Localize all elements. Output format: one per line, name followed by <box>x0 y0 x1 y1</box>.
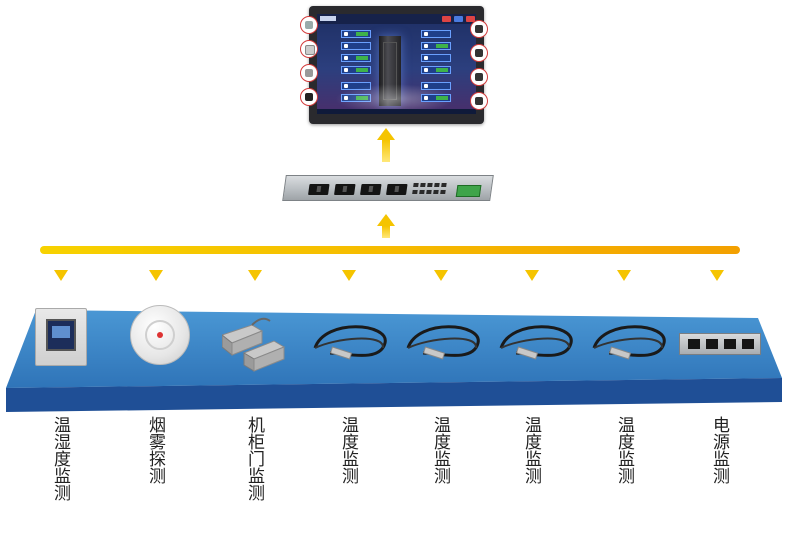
down-arrow-icon <box>342 270 356 281</box>
switch-chassis <box>282 175 494 201</box>
up-arrow-icon <box>377 128 395 162</box>
rj45-port <box>433 190 439 194</box>
device-label-smoke: 烟雾探测 <box>145 416 165 484</box>
screen-statusbar <box>317 109 476 114</box>
switch-power-port <box>360 184 382 195</box>
side-probe-icon <box>470 92 488 110</box>
rj45-port <box>441 183 447 187</box>
down-arrow-icon <box>710 270 724 281</box>
device-label-temp-humidity: 温湿度监测 <box>50 416 70 501</box>
data-bus-bar <box>40 246 740 254</box>
device-label-temp-4: 温度监测 <box>614 416 634 484</box>
side-probe-icon <box>470 44 488 62</box>
down-arrow-icon <box>248 270 262 281</box>
screen-tile <box>341 66 371 74</box>
side-probe-icon <box>470 68 488 86</box>
door-contact-sensor-icon <box>220 315 290 375</box>
switch-power-port <box>386 184 408 195</box>
temperature-probe-icon <box>398 318 488 388</box>
monitor-display <box>309 6 484 124</box>
screen-tile <box>421 54 451 62</box>
device-label-temp-2: 温度监测 <box>430 416 450 484</box>
network-switch <box>282 175 494 205</box>
switch-power-port <box>308 184 330 195</box>
temperature-probe-icon <box>305 318 395 388</box>
rj45-port <box>427 183 433 187</box>
down-arrow-icon <box>525 270 539 281</box>
monitoring-software-screen <box>317 14 476 114</box>
screen-tile <box>421 66 451 74</box>
screen-logo <box>320 16 336 21</box>
side-panel-icon <box>300 40 318 58</box>
smoke-detector-icon <box>130 305 190 365</box>
down-arrow-icon <box>434 270 448 281</box>
screen-tile <box>341 42 371 50</box>
server-rack-icon <box>379 36 401 106</box>
temperature-probe-icon <box>491 318 581 388</box>
terminal-block <box>455 185 482 197</box>
side-thermometer-icon <box>300 16 318 34</box>
screen-close-icon <box>466 16 475 22</box>
screen-tile <box>421 82 451 90</box>
screen-titlebar <box>317 14 476 24</box>
rj45-port <box>420 183 426 187</box>
device-label-power: 电源监测 <box>709 416 729 484</box>
screen-tile <box>421 94 451 102</box>
screen-alarm-icon <box>442 16 451 22</box>
temperature-probe-icon <box>584 318 674 388</box>
rj45-port <box>440 190 446 194</box>
up-arrow-icon <box>377 214 395 238</box>
down-arrow-icon <box>617 270 631 281</box>
rj45-port <box>419 190 425 194</box>
screen-tile <box>341 94 371 102</box>
pdu-power-strip-icon <box>679 333 761 355</box>
device-label-temp-3: 温度监测 <box>521 416 541 484</box>
side-power-icon <box>300 88 318 106</box>
rj45-port <box>426 190 432 194</box>
device-label-temp-1: 温度监测 <box>338 416 358 484</box>
rj45-port <box>412 190 418 194</box>
screen-tile <box>341 82 371 90</box>
temperature-humidity-sensor-icon <box>35 308 87 366</box>
sensor-platform <box>6 290 782 414</box>
down-arrow-icon <box>54 270 68 281</box>
side-door-icon <box>300 64 318 82</box>
rj45-port <box>413 183 419 187</box>
screen-settings-icon <box>454 16 463 22</box>
side-probe-icon <box>470 20 488 38</box>
screen-tile <box>421 42 451 50</box>
rj45-port <box>434 183 440 187</box>
down-arrow-icon <box>149 270 163 281</box>
screen-tile <box>421 30 451 38</box>
screen-tile <box>341 30 371 38</box>
switch-power-port <box>334 184 356 195</box>
screen-tile <box>341 54 371 62</box>
device-label-cabinet-door: 机柜门监测 <box>244 416 264 501</box>
